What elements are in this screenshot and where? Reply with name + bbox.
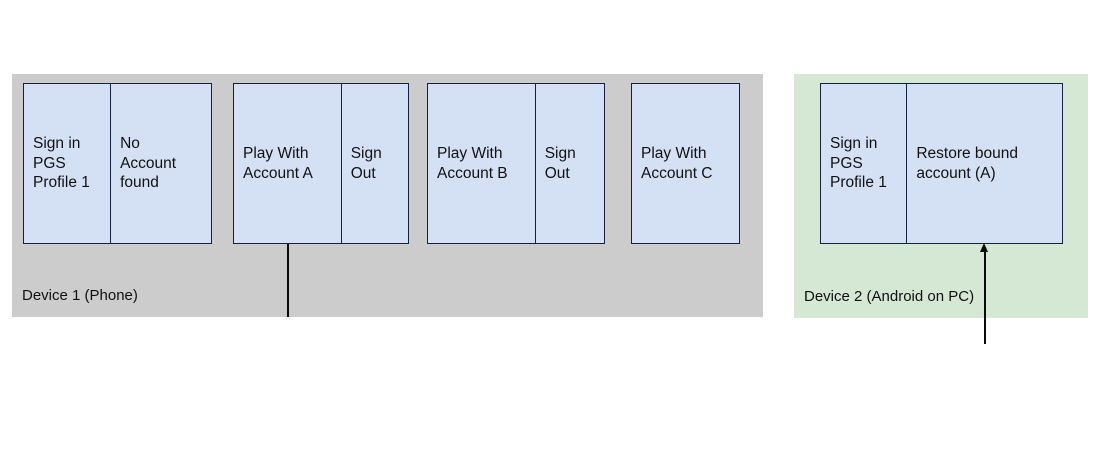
- device2-group-restore-flow: Sign in PGS Profile 1 Restore bound acco…: [820, 83, 1063, 244]
- box-sign-out-a[interactable]: Sign Out: [340, 84, 408, 243]
- account-a-drop-line: [287, 244, 289, 317]
- box-label: Sign Out: [544, 145, 576, 182]
- box-label: Sign in PGS Profile 1: [830, 135, 887, 192]
- box-sign-in-pgs-profile-1[interactable]: Sign in PGS Profile 1: [24, 84, 111, 243]
- box-restore-bound-account-a[interactable]: Restore bound account (A): [906, 84, 1062, 243]
- box-label: Restore bound account (A): [916, 145, 1019, 182]
- device1-group-account-c-session: Play With Account C: [631, 83, 740, 244]
- box-label: Play With Account C: [641, 145, 713, 182]
- device1-panel-label: Device 1 (Phone): [22, 287, 138, 304]
- box-label: Sign Out: [350, 145, 382, 182]
- box-label: No Account found: [120, 135, 177, 192]
- box-label: Play With Account B: [437, 145, 508, 182]
- device1-group-account-a-session: Play With Account A Sign Out: [233, 83, 409, 244]
- box-sign-out-b[interactable]: Sign Out: [534, 84, 604, 243]
- box-play-with-account-b[interactable]: Play With Account B: [428, 84, 535, 243]
- box-label: Play With Account A: [243, 145, 313, 182]
- box-play-with-account-c[interactable]: Play With Account C: [632, 84, 739, 243]
- device1-group-initial-sign-in: Sign in PGS Profile 1 No Account found: [23, 83, 212, 244]
- restore-bound-account-arrow-head: [980, 243, 988, 252]
- box-no-account-found[interactable]: No Account found: [110, 84, 211, 243]
- box-sign-in-pgs-profile-1-device2[interactable]: Sign in PGS Profile 1: [821, 84, 907, 243]
- box-label: Sign in PGS Profile 1: [33, 135, 90, 192]
- device1-group-account-b-session: Play With Account B Sign Out: [427, 83, 605, 244]
- restore-bound-account-arrow-shaft: [984, 249, 986, 344]
- box-play-with-account-a[interactable]: Play With Account A: [234, 84, 341, 243]
- device2-panel-label: Device 2 (Android on PC): [804, 288, 975, 305]
